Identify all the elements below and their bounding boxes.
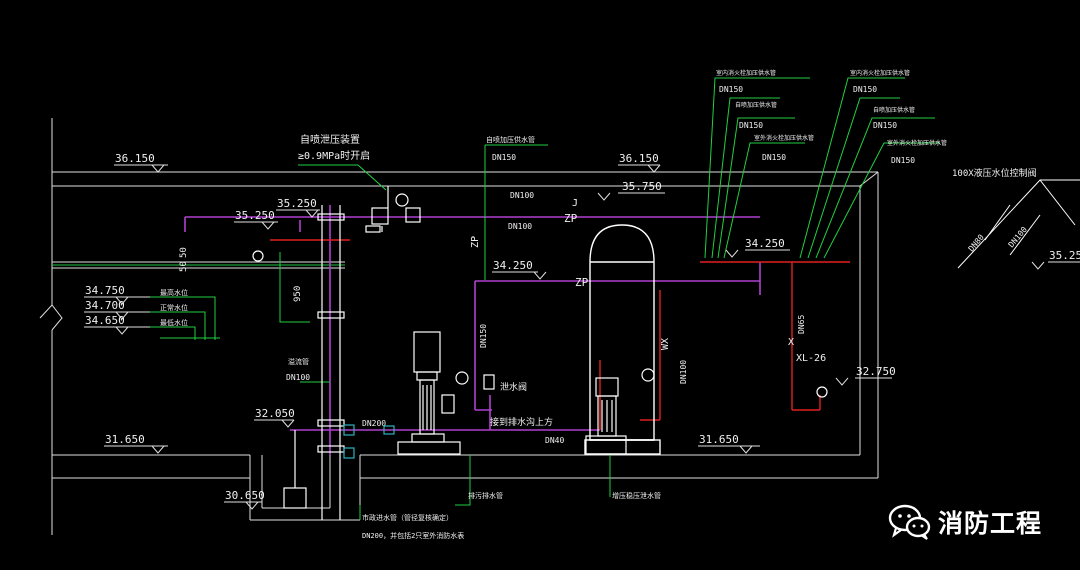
- label-dn150-vertical: DN150: [479, 324, 488, 348]
- label-hydrant-supply-2: 室内消火栓加压供水管: [850, 69, 910, 77]
- label-dn100-c: DN100: [1007, 225, 1029, 249]
- pressure-tank: [584, 224, 661, 455]
- label-hydrant-supply-3: 室外消火栓加压供水管: [754, 134, 814, 142]
- label-drain-pipe: 排污排水管: [468, 491, 503, 500]
- elev-30650: 30.650: [225, 489, 265, 502]
- elev-32050: 32.050: [255, 407, 295, 420]
- label-dn200: DN200: [362, 419, 386, 428]
- elev-31650-right: 31.650: [699, 433, 739, 446]
- label-x: X: [788, 337, 794, 348]
- label-dn150-g: DN150: [891, 156, 915, 165]
- fire-pump-left: [397, 331, 461, 455]
- elev-34250-left: 34.250: [493, 259, 533, 272]
- elev-31650-left: 31.650: [105, 433, 145, 446]
- label-dim-950: 950: [293, 286, 303, 302]
- elev-35250-b: 35.250: [235, 209, 275, 222]
- label-dn100-vertical: DN100: [679, 360, 688, 384]
- label-j: J: [572, 198, 578, 209]
- label-zp-vertical: ZP: [470, 236, 481, 248]
- label-wx: WX: [660, 338, 671, 350]
- leader-lines: [150, 77, 940, 520]
- label-zp-a: ZP: [564, 212, 578, 225]
- elev-35250-a: 35.250: [277, 197, 317, 210]
- label-drain-valve: 泄水阀: [500, 381, 527, 393]
- gauges: [455, 368, 828, 398]
- label-dn150-b: DN150: [719, 85, 743, 94]
- label-dn80: DN80: [967, 233, 986, 254]
- elev-34250-right: 34.250: [745, 237, 785, 250]
- label-level-normal: 正常水位: [160, 303, 188, 312]
- elev-35250-far: 35.250: [1049, 249, 1080, 262]
- label-hydrant-supply-4: 室外消火栓加压供水管: [887, 139, 947, 147]
- label-sprinkler-supply-2: 自喷加压供水管: [735, 101, 777, 109]
- label-sprinkler-supply: 自喷加压供水管: [486, 135, 535, 144]
- label-dn150-e: DN150: [873, 121, 897, 130]
- label-hydrant-supply-1: 室内消火栓加压供水管: [716, 69, 776, 77]
- labels: 自喷泄压装置 ≥0.9MPa时开启 自喷加压供水管 DN150 DN100 DN…: [160, 69, 1037, 540]
- label-dn100-a: DN100: [510, 191, 534, 200]
- fittings: [343, 424, 395, 459]
- label-pressure-open: ≥0.9MPa时开启: [298, 149, 370, 162]
- elev-35750: 35.750: [622, 180, 662, 193]
- label-dim-50b: 50: [179, 247, 189, 258]
- label-zp-b: ZP: [575, 276, 589, 289]
- fire-pump-right: [585, 377, 627, 455]
- watermark-text: 消防工程: [938, 509, 1043, 538]
- label-dn40: DN40: [545, 436, 564, 445]
- elev-34650: 34.650: [85, 314, 125, 327]
- pipes-red: [270, 239, 850, 430]
- pipes-zp: [184, 205, 761, 455]
- relief-valve-assembly: [252, 186, 421, 262]
- control-valve-symbol: [957, 179, 1080, 269]
- label-level-lowest: 最低水位: [160, 318, 188, 327]
- label-dn150-f: DN150: [762, 153, 786, 162]
- label-dim-50: 50: [179, 261, 189, 272]
- label-dn100-b: DN100: [508, 222, 532, 231]
- elev-34750: 34.750: [85, 284, 125, 297]
- watermark: 消防工程: [888, 502, 1042, 542]
- elevation-markers: [84, 164, 1080, 510]
- label-dn150-d: DN150: [739, 121, 763, 130]
- riser-pipes: [283, 205, 345, 520]
- elev-36150-top: 36.150: [115, 152, 155, 165]
- wechat-icon: [888, 504, 931, 540]
- label-control-valve: 100X液压水位控制阀: [952, 167, 1037, 179]
- label-pressure-relief-drain: 增压稳压泄水管: [612, 491, 661, 500]
- label-overflow-pipe: 溢流管: [288, 357, 309, 366]
- label-dn150-c: DN150: [853, 85, 877, 94]
- structure-lines: [39, 118, 879, 535]
- elev-32750: 32.750: [856, 365, 896, 378]
- label-dn65: DN65: [797, 315, 806, 334]
- label-inlet-note: 市政进水管（管径复核确定）: [362, 513, 453, 522]
- elevation-texts: 36.150 36.150 35.750 35.250 35.250 34.25…: [85, 152, 1080, 502]
- label-xl26: XL-26: [796, 353, 826, 364]
- label-dn150-a: DN150: [492, 153, 516, 162]
- label-dn100-overflow: DN100: [286, 373, 310, 382]
- elev-36150-right: 36.150: [619, 152, 659, 165]
- label-sprinkler-device: 自喷泄压装置: [300, 133, 360, 146]
- label-dn200-note: DN200，并包括2只室外消防水表: [362, 531, 464, 540]
- label-to-drain-trench: 接到排水沟上方: [490, 416, 553, 428]
- label-sprinkler-supply-3: 自喷加压供水管: [873, 106, 915, 114]
- label-level-highest: 最高水位: [160, 288, 188, 297]
- elev-34700: 34.700: [85, 299, 125, 312]
